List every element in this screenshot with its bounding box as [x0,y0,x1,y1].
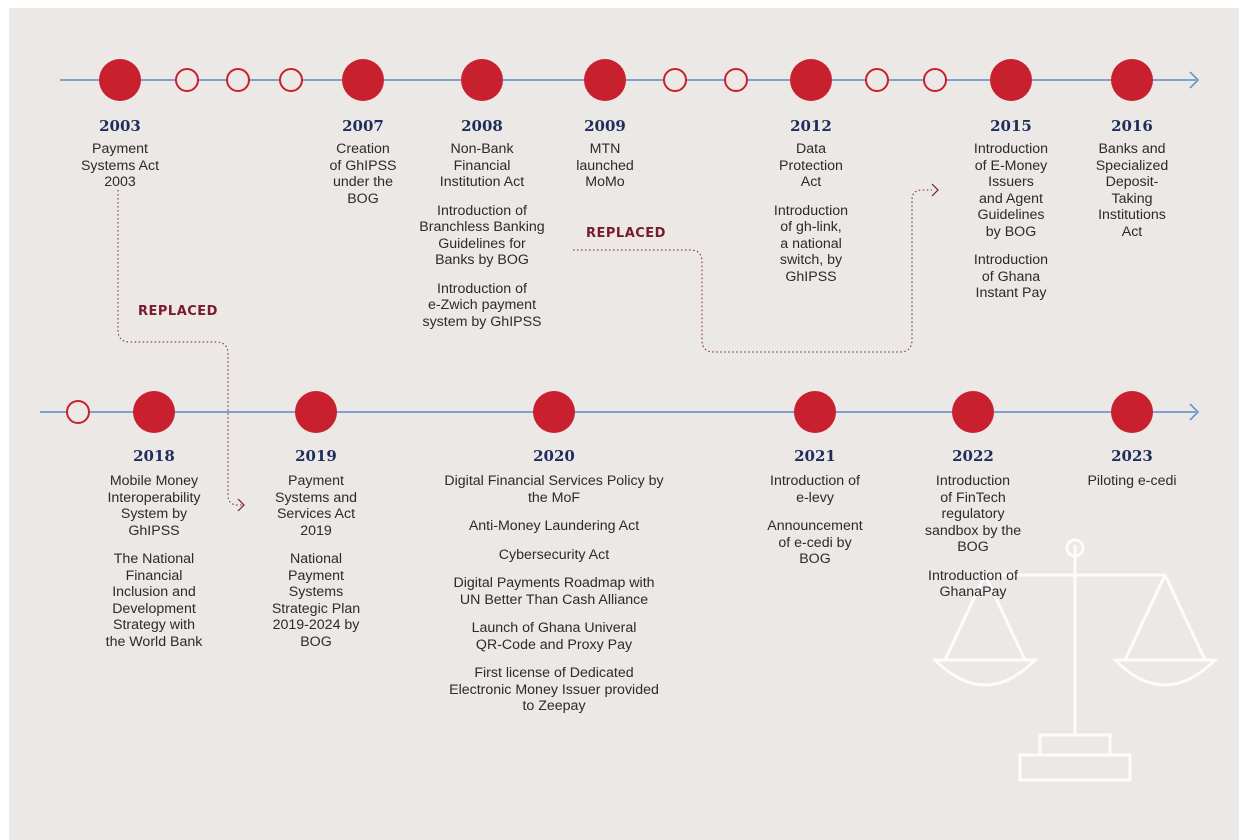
event-text: Digital Payments Roadmap with UN Better … [453,575,655,608]
timeline-canvas [9,8,1239,840]
event-text: Introduction of FinTech regulatory sandb… [924,473,1022,555]
minor-node [226,68,250,92]
event-text: MTN launched MoMo [576,141,634,190]
event-text: Creation of GhIPSS under the BOG [329,141,397,207]
event-text: Mobile Money Interoperability System by … [107,473,201,539]
event-column: Piloting e-cedi [1067,473,1197,502]
year-label: 2009 [584,117,626,135]
arrow-right-icon [1189,71,1200,89]
node-2019 [295,391,337,433]
event-text: Non-Bank Financial Institution Act [439,141,525,190]
minor-node [175,68,199,92]
year-label: 2012 [790,117,832,135]
node-2008 [461,59,503,101]
event-column: Introduction of e-levy Announcement of e… [750,473,880,580]
event-column: Non-Bank Financial Institution Act Intro… [407,141,557,342]
node-2016 [1111,59,1153,101]
replaced-label: REPLACED [138,304,218,319]
event-text: Introduction of Ghana Instant Pay [973,252,1049,301]
event-column: Introduction of E-Money Issuers and Agen… [956,141,1066,314]
year-label: 2021 [794,447,836,465]
event-text: Introduction of Branchless Banking Guide… [419,202,545,269]
minor-node [923,68,947,92]
event-column: MTN launched MoMo [560,141,650,203]
event-text: Payment Systems Act 2003 [80,141,160,190]
node-2023 [1111,391,1153,433]
event-text: The National Financial Inclusion and Dev… [105,551,203,650]
node-2020 [533,391,575,433]
event-column: Introduction of FinTech regulatory sandb… [908,473,1038,613]
event-text: National Payment Systems Strategic Plan … [271,551,361,650]
event-column: Digital Financial Services Policy by the… [409,473,699,727]
event-text: First license of Dedicated Electronic Mo… [449,665,659,714]
event-text: Digital Financial Services Policy by the… [444,473,664,506]
year-label: 2022 [952,447,994,465]
arrow-right-icon [237,498,245,512]
event-column: Payment Systems and Services Act 2019 Na… [256,473,376,662]
year-label: 2003 [99,117,141,135]
minor-node [279,68,303,92]
node-2009 [584,59,626,101]
event-text: Introduction of GhanaPay [928,567,1018,601]
event-text: Anti-Money Laundering Act [468,518,640,534]
year-label: 2015 [990,117,1032,135]
year-label: 2018 [133,447,175,465]
event-text: Introduction of e-Zwich payment system b… [422,280,542,330]
event-text: Introduction of e-levy [770,473,860,506]
minor-node [724,68,748,92]
year-label: 2020 [533,447,575,465]
scales-of-justice-icon [931,538,1219,782]
node-2022 [952,391,994,433]
event-text: Cybersecurity Act [498,546,610,563]
event-text: Piloting e-cedi [1087,473,1177,489]
node-2003 [99,59,141,101]
year-label: 2016 [1111,117,1153,135]
minor-node [66,400,90,424]
event-text: Launch of Ghana Univeral QR-Code and Pro… [471,620,637,653]
event-column: Banks and Specialized Deposit- Taking In… [1077,141,1187,252]
replaced-label: REPLACED [586,226,666,241]
node-2012 [790,59,832,101]
event-column: Creation of GhIPSS under the BOG [313,141,413,219]
event-text: Introduction of E-Money Issuers and Agen… [973,141,1049,240]
year-label: 2019 [295,447,337,465]
minor-node [663,68,687,92]
node-2015 [990,59,1032,101]
year-label: 2008 [461,117,503,135]
event-text: Announcement of e-cedi by BOG [767,518,863,567]
event-text: Banks and Specialized Deposit- Taking In… [1095,141,1169,240]
replaced-connector-2008-2015 [573,189,932,353]
event-column: Data Protection Act Introduction of gh-l… [756,141,866,297]
event-column: Payment Systems Act 2003 [70,141,170,203]
event-column: Mobile Money Interoperability System by … [89,473,219,662]
arrow-right-icon [1189,403,1200,421]
node-2018 [133,391,175,433]
minor-node [865,68,889,92]
year-label: 2023 [1111,447,1153,465]
node-2007 [342,59,384,101]
arrow-right-icon [931,183,939,197]
year-label: 2007 [342,117,384,135]
replaced-connector-2003-2019 [117,190,243,506]
event-text: Data Protection Act [779,141,843,190]
node-2021 [794,391,836,433]
event-text: Introduction of gh-link, a national swit… [773,202,849,285]
event-text: Payment Systems and Services Act 2019 [274,473,357,539]
